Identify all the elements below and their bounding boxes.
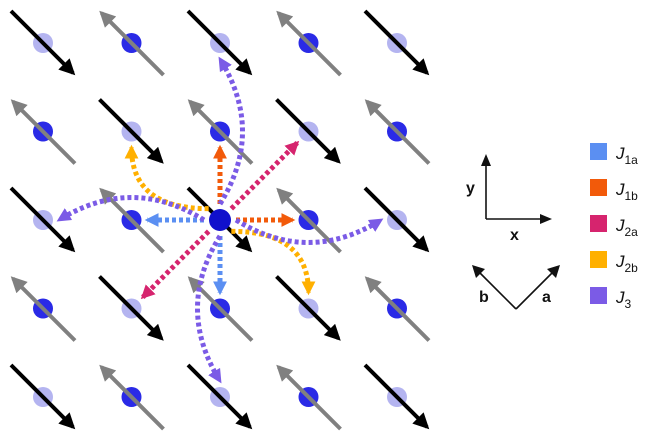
spin-arrow [186, 363, 253, 430]
coupling-J2b-arrow [231, 228, 316, 296]
spin-arrows [9, 9, 431, 431]
coupling-J2b-arrow [124, 144, 209, 212]
y-axis-arrowhead [481, 154, 491, 166]
legend-swatch [590, 143, 607, 160]
spin-arrow [9, 9, 76, 76]
b-axis-line [476, 269, 517, 310]
exchange-couplings [56, 56, 384, 384]
a-axis-line [515, 269, 556, 310]
central-site [209, 209, 231, 231]
coupling-J3-arrow [234, 217, 384, 245]
legend-swatch [590, 287, 607, 304]
spin-arrow [98, 275, 164, 341]
legend-swatch [590, 215, 607, 232]
coupling-J3-arrow [195, 234, 223, 384]
spin-arrow [9, 186, 76, 253]
spin-arrow [276, 364, 342, 431]
x-axis-label: x [510, 227, 519, 244]
spin-arrow [99, 364, 165, 431]
x-axis-arrowhead [540, 214, 552, 224]
legend-swatch [590, 251, 607, 268]
spin-arrow [363, 9, 430, 76]
spin-arrow [10, 99, 77, 165]
spin-arrow [9, 363, 76, 430]
spin-arrow [364, 276, 431, 342]
central-site-marker [209, 209, 231, 231]
legend-label: J1a [615, 144, 638, 167]
spin-arrow [99, 10, 165, 77]
spin-arrow [276, 10, 342, 77]
coupling-J2a-arrow [229, 140, 300, 211]
legend-label: J1b [615, 180, 638, 203]
a-axis-arrowhead [547, 265, 560, 278]
cartesian-axes: y x [466, 154, 552, 244]
legend-label: J3 [615, 288, 632, 311]
spin-arrow [275, 98, 341, 164]
spin-arrow [187, 99, 254, 165]
spin-arrow [363, 186, 430, 253]
b-axis-label: b [479, 289, 489, 306]
lattice-axes: b a [472, 265, 560, 310]
spin-arrow [186, 9, 253, 76]
coupling-J2a-arrow [140, 229, 211, 300]
legend-label: J2b [615, 252, 638, 275]
spin-arrow [275, 275, 341, 341]
spin-arrow [99, 187, 165, 254]
a-axis-label: a [542, 289, 551, 306]
coupling-J3-arrow [56, 195, 206, 223]
b-axis-arrowhead [472, 265, 485, 278]
legend-swatch [590, 179, 607, 196]
spin-arrow [363, 363, 430, 430]
y-axis-label: y [466, 180, 475, 197]
coupling-J3-arrow [217, 56, 245, 206]
legend-label: J2a [615, 216, 638, 239]
spin-arrow [98, 98, 164, 164]
spin-arrow [10, 276, 77, 342]
spin-arrow [364, 99, 431, 165]
